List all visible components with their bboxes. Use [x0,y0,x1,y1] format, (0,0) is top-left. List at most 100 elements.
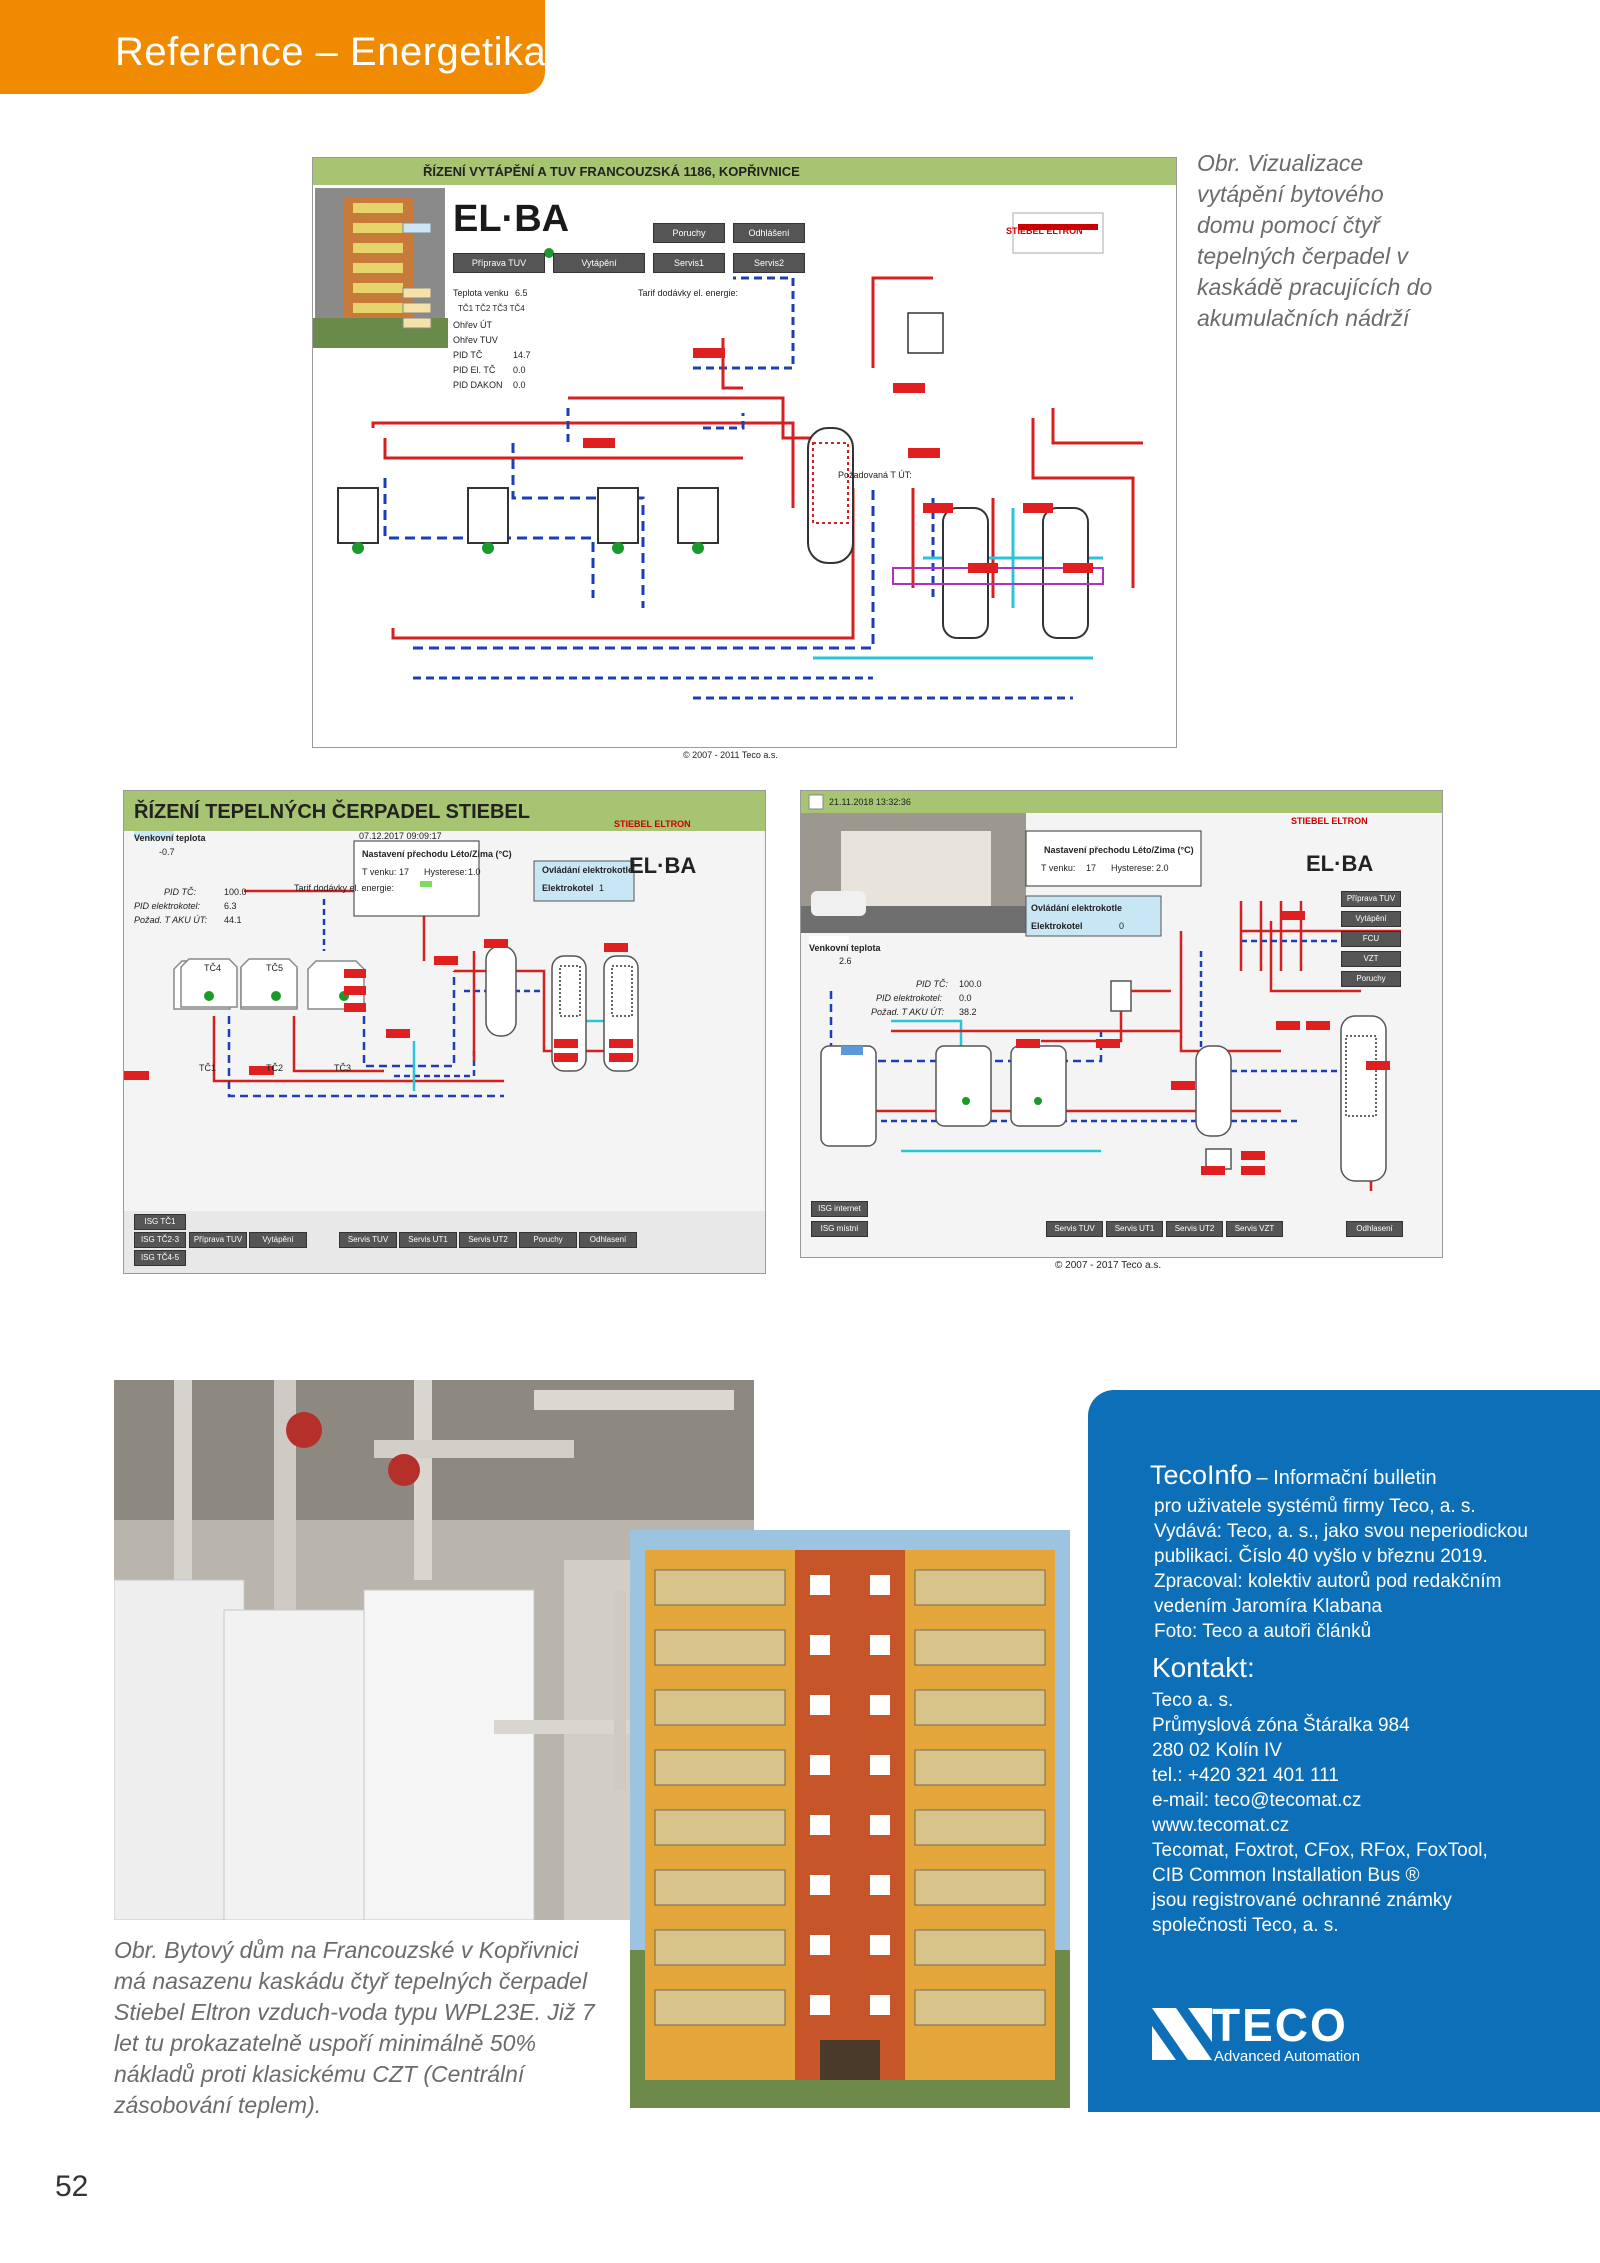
tecoinfo-line: pro uživatele systémů firmy Teco, a. s. [1154,1496,1476,1517]
elba-logo: EL·BA [453,198,570,240]
teco-logo-icon [1152,2008,1212,2060]
right-button-servis-vzt[interactable]: Servis VZT [1226,1221,1283,1237]
left-value-pozad-t-aku: 44.1 [224,915,242,925]
button-priprava-tuv[interactable]: Příprava TUV [453,253,545,273]
tecoinfo-line: vedením Jaromíra Klabana [1154,1596,1383,1617]
right-label-t-venku: T venku: [1041,863,1076,873]
right-value-pozad-t-aku: 38.2 [959,1007,977,1017]
right-value-elektrokotel: 0 [1119,921,1125,931]
left-heatpump-drawing [124,791,765,1273]
teco-logo-subtitle: Advanced Automation [1214,2048,1360,2065]
page-number: 52 [55,2170,89,2203]
left-label-hysterese: Hysterese: [424,867,468,877]
left-button-isg-tc4-5[interactable]: ISG TČ4-5 [134,1250,186,1266]
bottom-figure-caption: Obr. Bytový dům na Francouzské v Kopřivn… [114,1937,595,2118]
left-unit-tc3: TČ3 [334,1063,352,1073]
button-poruchy[interactable]: Poruchy [653,223,725,243]
button-servis2[interactable]: Servis2 [733,253,805,273]
tecoinfo-box: TecoInfo – Informační bulletin pro uživa… [1088,1390,1600,2112]
right-label-ovladani-elektrokotle: Ovládání elektrokotle [1031,903,1123,913]
left-button-isg-tc1[interactable]: ISG TČ1 [134,1214,186,1230]
value-pozadovana-t-ut: 38.1 [911,470,929,480]
section-header-tab [0,0,545,94]
contact-line: 280 02 Kolín IV [1152,1740,1282,1761]
tecoinfo-line: publikaci. Číslo 40 vyšlo v březnu 2019. [1154,1546,1488,1567]
left-datetime: 07.12.2017 09:09:17 [359,831,442,841]
left-label-pozad-t-aku: Požad. T AKU ÚT: [134,915,208,925]
left-value-hysterese: 1.0 [468,867,481,877]
right-button-poruchy[interactable]: Poruchy [1341,971,1401,987]
tecoinfo-line: Vydává: Teco, a. s., jako svou neperiodi… [1154,1521,1528,1542]
section-title: Reference – Energetika [115,30,547,74]
right-value-venkovni-teplota: 2.6 [839,956,852,966]
label-pid-tc: PID TČ [453,350,483,360]
tecoinfo-lines: pro uživatele systémů firmy Teco, a. s. … [1154,1494,1594,1644]
right-button-fcu[interactable]: FCU [1341,931,1401,947]
button-odhlaseni[interactable]: Odhlášení [733,223,805,243]
contact-line: Průmyslová zóna Štáralka 984 [1152,1715,1410,1736]
contact-email[interactable]: e-mail: teco@tecomat.cz [1152,1790,1362,1811]
contact-line: společnosti Teco, a. s. [1152,1915,1339,1936]
right-button-odhlaseni[interactable]: Odhlasení [1346,1221,1403,1237]
value-teplota-venku: 6.5 [515,288,528,298]
label-pid-dakon: PID DAKON [453,380,503,390]
tecoinfo-line: Foto: Teco a autoři článků [1154,1621,1372,1642]
left-unit-tc2: TČ2 [266,1063,284,1073]
left-button-poruchy[interactable]: Poruchy [519,1232,577,1248]
left-label-elektrokotel: Elektrokotel [542,883,594,893]
label-tarif: Tarif dodávky el. energie: [638,288,739,298]
left-value-venkovni-teplota: -0.7 [159,847,175,857]
left-unit-tc1: TČ1 [199,1063,217,1073]
top-visualization-screenshot: ŘÍZENÍ VYTÁPĚNÍ A TUV FRANCOUZSKÁ 1186, … [312,157,1177,760]
left-label-prechod: Nastavení přechodu Léto/Zima (°C) [362,849,512,859]
label-ohrev-tuv: Ohřev TUV [453,335,498,345]
right-label-venkovni-teplota: Venkovní teplota [809,943,881,953]
left-label-t-venku: T venku: [362,867,397,877]
left-button-servis-ut1[interactable]: Servis UT1 [399,1232,457,1248]
right-heatpump-screenshot: 21.11.2018 13:32:36 STIEBEL ELTRON EL·BA… [800,790,1443,1258]
left-value-elektrokotel: 1 [599,883,605,893]
right-heatpump-drawing [801,791,1442,1257]
left-label-venkovni-teplota: Venkovní teplota [134,833,206,843]
right-button-servis-tuv[interactable]: Servis TUV [1046,1221,1103,1237]
right-button-vzt[interactable]: VZT [1341,951,1401,967]
contact-website[interactable]: www.tecomat.cz [1152,1815,1290,1836]
teco-logo-text: TECO [1212,1999,1348,2051]
contact-line: Teco a. s. [1152,1690,1234,1711]
left-button-vytapeni[interactable]: Vytápění [249,1232,307,1248]
left-label-ovladani-elektrokotle: Ovládání elektrokotle [542,865,634,875]
contact-line: CIB Common Installation Bus ® [1152,1865,1420,1886]
label-pid-el-tc: PID El. TČ [453,365,496,375]
tecoinfo-line: Zpracoval: kolektiv autorů pod redakčním [1154,1571,1502,1592]
tecoinfo-heading: TecoInfo [1150,1460,1253,1490]
tecoinfo-heading-row: TecoInfo – Informační bulletin [1150,1460,1590,1491]
right-value-pid-elektrokotel: 0.0 [959,993,972,1003]
button-vytapeni[interactable]: Vytápění [553,253,645,273]
left-unit-tc5: TČ5 [266,963,284,973]
button-servis1[interactable]: Servis1 [653,253,725,273]
left-stiebel-logo: STIEBEL ELTRON [614,819,691,829]
right-button-vytapeni[interactable]: Vytápění [1341,911,1401,927]
right-label-prechod: Nastavení přechodu Léto/Zima (°C) [1044,845,1194,855]
right-button-isg-mistni[interactable]: ISG místní [811,1221,868,1237]
left-unit-tc4: TČ4 [204,963,222,973]
left-button-servis-ut2[interactable]: Servis UT2 [459,1232,517,1248]
right-button-priprava-tuv[interactable]: Příprava TUV [1341,891,1401,907]
left-button-odhlaseni[interactable]: Odhlasení [579,1232,637,1248]
right-label-pid-elektrokotel: PID elektrokotel: [876,993,943,1003]
label-tc-units: TČ1 TČ2 TČ3 TČ4 [458,304,525,313]
label-pozadovana-t-ut: Požadovaná T ÚT: [838,470,912,480]
left-elba-logo: EL·BA [629,853,697,878]
left-button-servis-tuv[interactable]: Servis TUV [339,1232,397,1248]
right-button-isg-internet[interactable]: ISG internet [811,1201,868,1217]
left-button-isg-tc2-3[interactable]: ISG TČ2-3 [134,1232,186,1248]
right-button-servis-ut2[interactable]: Servis UT2 [1166,1221,1223,1237]
right-button-servis-ut1[interactable]: Servis UT1 [1106,1221,1163,1237]
top-figure-caption: Obr. Vizualizace vytápění bytového domu … [1197,150,1433,331]
left-button-priprava-tuv[interactable]: Příprava TUV [189,1232,247,1248]
value-pid-dakon: 0.0 [513,380,526,390]
left-screenshot-title: ŘÍZENÍ TEPELNÝCH ČERPADEL STIEBEL [134,801,530,823]
contact-line: Tecomat, Foxtrot, CFox, RFox, FoxTool, [1152,1840,1488,1861]
right-screenshot-footer: © 2007 - 2017 Teco a.s. [1055,1260,1162,1271]
apartment-building-photo [630,1530,1070,2108]
